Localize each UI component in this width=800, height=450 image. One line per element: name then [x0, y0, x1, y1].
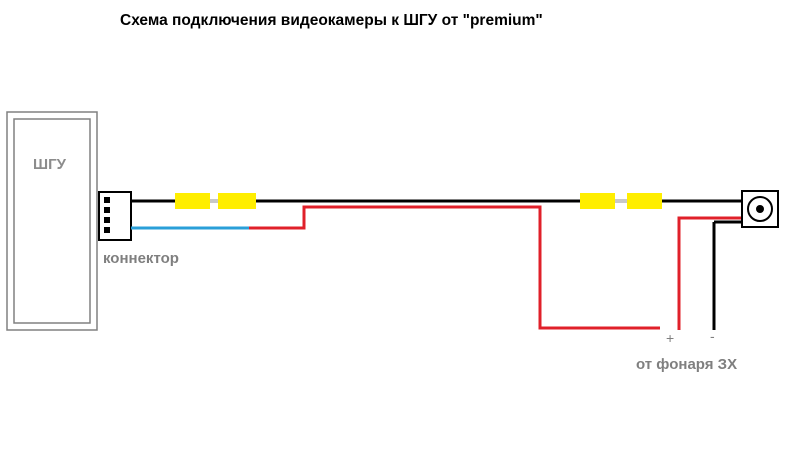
camera-red-wire — [677, 216, 742, 330]
diagram-title: Схема подключения видеокамеры к ШГУ от "… — [120, 12, 543, 29]
camera-lens-icon — [741, 190, 779, 228]
reverse-lamp-label: от фонаря ЗХ — [636, 356, 738, 373]
rca-plug-icon — [175, 193, 256, 209]
rca-plug-icon — [580, 193, 662, 209]
connector-pins-icon — [98, 191, 132, 241]
head-unit-label: ШГУ — [33, 156, 66, 173]
connector-label: коннектор — [103, 250, 179, 267]
red-power-wire — [249, 205, 660, 330]
plus-terminal-label: + — [666, 330, 675, 346]
head-unit-box — [6, 111, 98, 331]
minus-terminal-label: - — [710, 328, 715, 344]
